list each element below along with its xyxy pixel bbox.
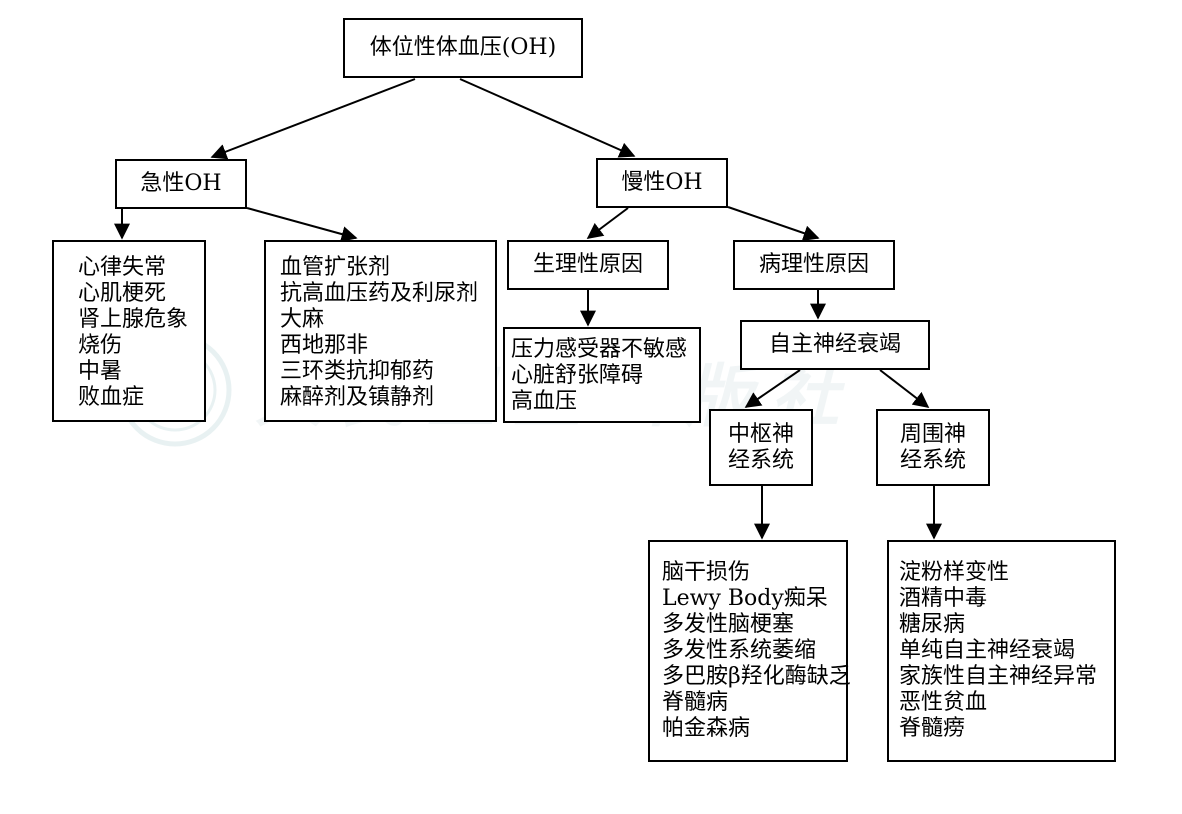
- arrow-root-chronic: [459, 78, 636, 158]
- node-physiological-label: 生理性原因: [532, 252, 643, 277]
- list-item: 麻醉剂及镇静剂: [280, 385, 435, 410]
- list-item: 多发性脑梗塞: [662, 612, 795, 637]
- list-item: 败血症: [78, 385, 145, 410]
- list-peripheral: 淀粉样变性 酒精中毒 糖尿病 单纯自主神经衰竭 家族性自主神经异常 恶性贫血 脊…: [887, 540, 1116, 762]
- list-item: 烧伤: [78, 333, 123, 358]
- list-item: 多发性系统萎缩: [662, 638, 817, 663]
- list-item: 压力感受器不敏感: [511, 337, 688, 362]
- list-item: 帕金森病: [662, 716, 751, 741]
- list-acute-drugs: 血管扩张剂 抗高血压药及利尿剂 大麻 西地那非 三环类抗抑郁药 麻醉剂及镇静剂: [264, 240, 497, 422]
- list-item: 心肌梗死: [78, 281, 167, 306]
- arrow-chronic-pathological: [727, 206, 820, 241]
- list-item: 酒精中毒: [899, 586, 988, 611]
- node-root: 体位性体血压(OH): [343, 18, 583, 78]
- arrow-root-acute: [210, 78, 416, 160]
- arrow-chronic-physiological: [586, 207, 629, 239]
- node-peripheral-label-line: 经系统: [899, 447, 966, 473]
- node-acute-label: 急性OH: [140, 171, 222, 196]
- list-acute-cardiac: 心律失常 心肌梗死 肾上腺危象 烧伤 中暑 败血症: [52, 240, 206, 422]
- list-central: 脑干损伤 Lewy Body痴呆 多发性脑梗塞 多发性系统萎缩 多巴胺β羟化酶缺…: [648, 540, 851, 762]
- list-physiological: 压力感受器不敏感 心脏舒张障碍 高血压: [503, 327, 701, 423]
- arrow-autonomic-central: [744, 369, 801, 408]
- node-autonomic-failure: 自主神经衰竭: [740, 320, 930, 370]
- list-item: 中暑: [78, 359, 123, 384]
- list-item: 肾上腺危象: [78, 307, 189, 332]
- list-item: 心脏舒张障碍: [511, 363, 644, 388]
- list-item: 恶性贫血: [899, 690, 988, 715]
- list-item: 三环类抗抑郁药: [280, 359, 435, 384]
- list-item: 家族性自主神经异常: [899, 664, 1098, 689]
- list-item: 西地那非: [280, 333, 369, 358]
- node-chronic: 慢性OH: [596, 158, 728, 208]
- list-item: 糖尿病: [899, 612, 966, 637]
- node-central-label-line: 中枢神: [727, 421, 794, 447]
- node-root-label: 体位性体血压(OH): [369, 35, 557, 60]
- list-item: 高血压: [511, 389, 578, 414]
- node-physiological: 生理性原因: [507, 240, 669, 290]
- node-autonomic-failure-label: 自主神经衰竭: [768, 332, 901, 357]
- list-item: 血管扩张剂: [280, 255, 391, 280]
- arrow-autonomic-peripheral: [879, 369, 930, 408]
- list-item: 多巴胺β羟化酶缺乏: [662, 664, 851, 689]
- node-acute: 急性OH: [115, 159, 247, 209]
- node-pathological: 病理性原因: [733, 240, 895, 290]
- list-item: 心律失常: [78, 255, 167, 280]
- node-chronic-label: 慢性OH: [621, 170, 703, 195]
- node-peripheral-nervous: 周围神 经系统: [876, 409, 990, 486]
- list-item: 抗高血压药及利尿剂: [280, 281, 479, 306]
- list-item: 单纯自主神经衰竭: [899, 638, 1076, 663]
- list-item: 脑干损伤: [662, 560, 751, 585]
- node-central-label-line: 经系统: [727, 447, 794, 473]
- list-item: 脊髓痨: [899, 716, 966, 741]
- list-item: 脊髓病: [662, 690, 729, 715]
- list-item: 淀粉样变性: [899, 560, 1010, 585]
- node-pathological-label: 病理性原因: [758, 252, 869, 277]
- list-item: 大麻: [280, 307, 325, 332]
- node-peripheral-label-line: 周围神: [899, 421, 966, 447]
- list-item: Lewy Body痴呆: [662, 586, 828, 611]
- arrow-acute-drugs: [246, 207, 358, 242]
- node-central-nervous: 中枢神 经系统: [709, 409, 813, 486]
